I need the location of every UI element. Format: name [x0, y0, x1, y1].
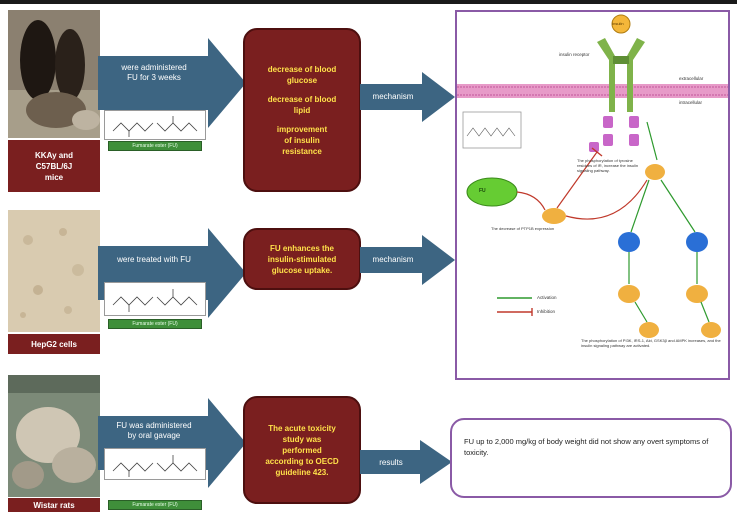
- row2-arrow-text: were treated with FU: [117, 255, 191, 264]
- intracellular-label: intracellular: [679, 100, 703, 105]
- note-phosphorylation-ir: The phosphorylation of tyrosine residues…: [577, 158, 639, 173]
- row2-chemical-structure: [104, 282, 206, 316]
- row3-caption: Wistar rats: [8, 498, 100, 512]
- row1-chem-label: Fumarate ester (FU): [108, 141, 202, 151]
- top-rule: [0, 0, 737, 4]
- row1-mechanism-label: mechanism: [372, 92, 414, 101]
- note-signaling-activated: The phosphorylation of PI3K, IRS-1, Akt,…: [581, 338, 721, 348]
- insulin-label: Insulin: [612, 21, 624, 26]
- pathway-panel: insulin receptor extracellular intracell…: [455, 10, 730, 380]
- row1-arrow-text: were administered FU for 3 weeks: [121, 63, 187, 82]
- row2-caption: HepG2 cells: [8, 334, 100, 354]
- rats-photo: [8, 375, 100, 497]
- cells-photo: [8, 210, 100, 332]
- effect-acute-toxicity: The acute toxicity study was performed a…: [265, 423, 339, 477]
- effect-blood-lipid: decrease of blood lipid: [267, 94, 337, 115]
- mouse-photo: [8, 10, 100, 138]
- effect-glucose-uptake: FU enhances the insulin-stimulated gluco…: [267, 243, 337, 275]
- extracellular-label: extracellular: [679, 76, 704, 81]
- row1-caption: KKAy and C57BL/6J mice: [8, 140, 100, 192]
- fu-node-label: FU: [479, 188, 486, 194]
- legend-activation: Activation: [537, 295, 557, 300]
- row2-mechanism-arrow: [360, 235, 455, 290]
- row3-chem-label: Fumarate ester (FU): [108, 500, 202, 510]
- row1-chemical-structure: [104, 110, 206, 140]
- receptor-label: insulin receptor: [559, 52, 590, 57]
- row3-effects-box: The acute toxicity study was performed a…: [243, 396, 361, 504]
- note-ptp1b: The decrease of PTP1B expression: [491, 226, 555, 231]
- row2-chem-label: Fumarate ester (FU): [108, 319, 202, 329]
- toxicity-result-box: FU up to 2,000 mg/kg of body weight did …: [450, 418, 732, 498]
- effect-insulin-resistance: improvement of insulin resistance: [276, 124, 328, 156]
- row3-results-arrow: [360, 440, 452, 489]
- row1-effects-box: decrease of blood glucose decrease of bl…: [243, 28, 361, 192]
- row3-arrow-text: FU was administered by oral gavage: [116, 421, 192, 440]
- row2-effects-box: FU enhances the insulin-stimulated gluco…: [243, 228, 361, 290]
- row3-chemical-structure: [104, 448, 206, 480]
- effect-blood-glucose: decrease of blood glucose: [267, 64, 337, 85]
- row2-mechanism-label: mechanism: [372, 255, 414, 264]
- row1-arrow: [98, 38, 246, 128]
- row1-mechanism-arrow: [360, 72, 455, 127]
- legend-inhibition: Inhibition: [537, 309, 556, 314]
- toxicity-result-text: FU up to 2,000 mg/kg of body weight did …: [464, 437, 709, 457]
- row3-results-label: results: [379, 458, 403, 467]
